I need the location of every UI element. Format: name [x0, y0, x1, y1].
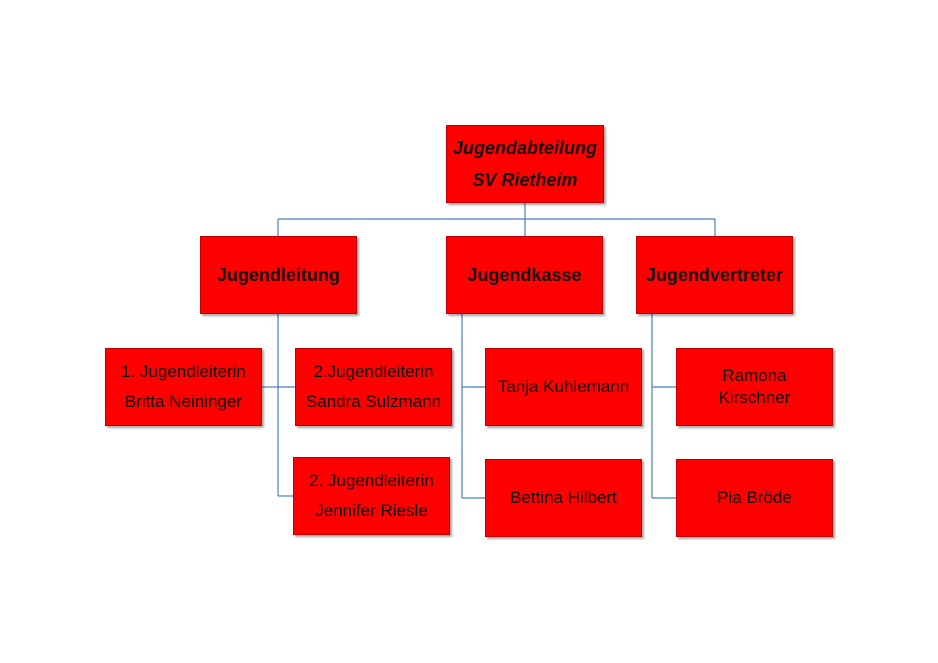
- node-line: Jugendabteilung: [453, 138, 597, 158]
- node-line: SV Rietheim: [472, 170, 578, 190]
- node-vertreter-member-1: Ramona Kirschner: [676, 348, 833, 426]
- node-line: Sandra Sulzmann: [305, 392, 442, 411]
- node-line: Kirschner: [718, 388, 791, 407]
- node-jugendleiterin-1: 1. Jugendleiterin Britta Neininger: [105, 348, 262, 426]
- node-kasse-member-2: Bettina Hilbert: [485, 459, 642, 537]
- node-line: Bettina Hilbert: [510, 488, 617, 507]
- node-jugendleitung: Jugendleitung: [200, 236, 357, 314]
- node-jugendleiterin-3: 2. Jugendleiterin Jennifer Riesle: [293, 457, 450, 535]
- node-kasse-member-1: Tanja Kuhlemann: [485, 348, 642, 426]
- node-title: Jugendkasse: [467, 265, 582, 285]
- node-jugendabteilung: Jugendabteilung SV Rietheim: [446, 125, 604, 203]
- node-vertreter-member-2: Pia Bröde: [676, 459, 833, 537]
- node-jugendleiterin-2: 2.Jugendleiterin Sandra Sulzmann: [295, 348, 452, 426]
- node-line: Tanja Kuhlemann: [497, 377, 630, 396]
- node-title: Jugendvertreter: [645, 265, 784, 285]
- node-line: 1. Jugendleiterin: [121, 362, 246, 381]
- node-line: 2.Jugendleiterin: [313, 362, 434, 381]
- node-line: Jennifer Riesle: [315, 501, 428, 520]
- node-line: 2. Jugendleiterin: [309, 471, 434, 490]
- node-jugendvertreter: Jugendvertreter: [636, 236, 793, 314]
- node-line: Britta Neininger: [124, 392, 243, 411]
- node-line: Ramona: [722, 366, 787, 385]
- node-line: Pia Bröde: [717, 488, 792, 507]
- node-title: Jugendleitung: [217, 265, 340, 285]
- node-jugendkasse: Jugendkasse: [446, 236, 603, 314]
